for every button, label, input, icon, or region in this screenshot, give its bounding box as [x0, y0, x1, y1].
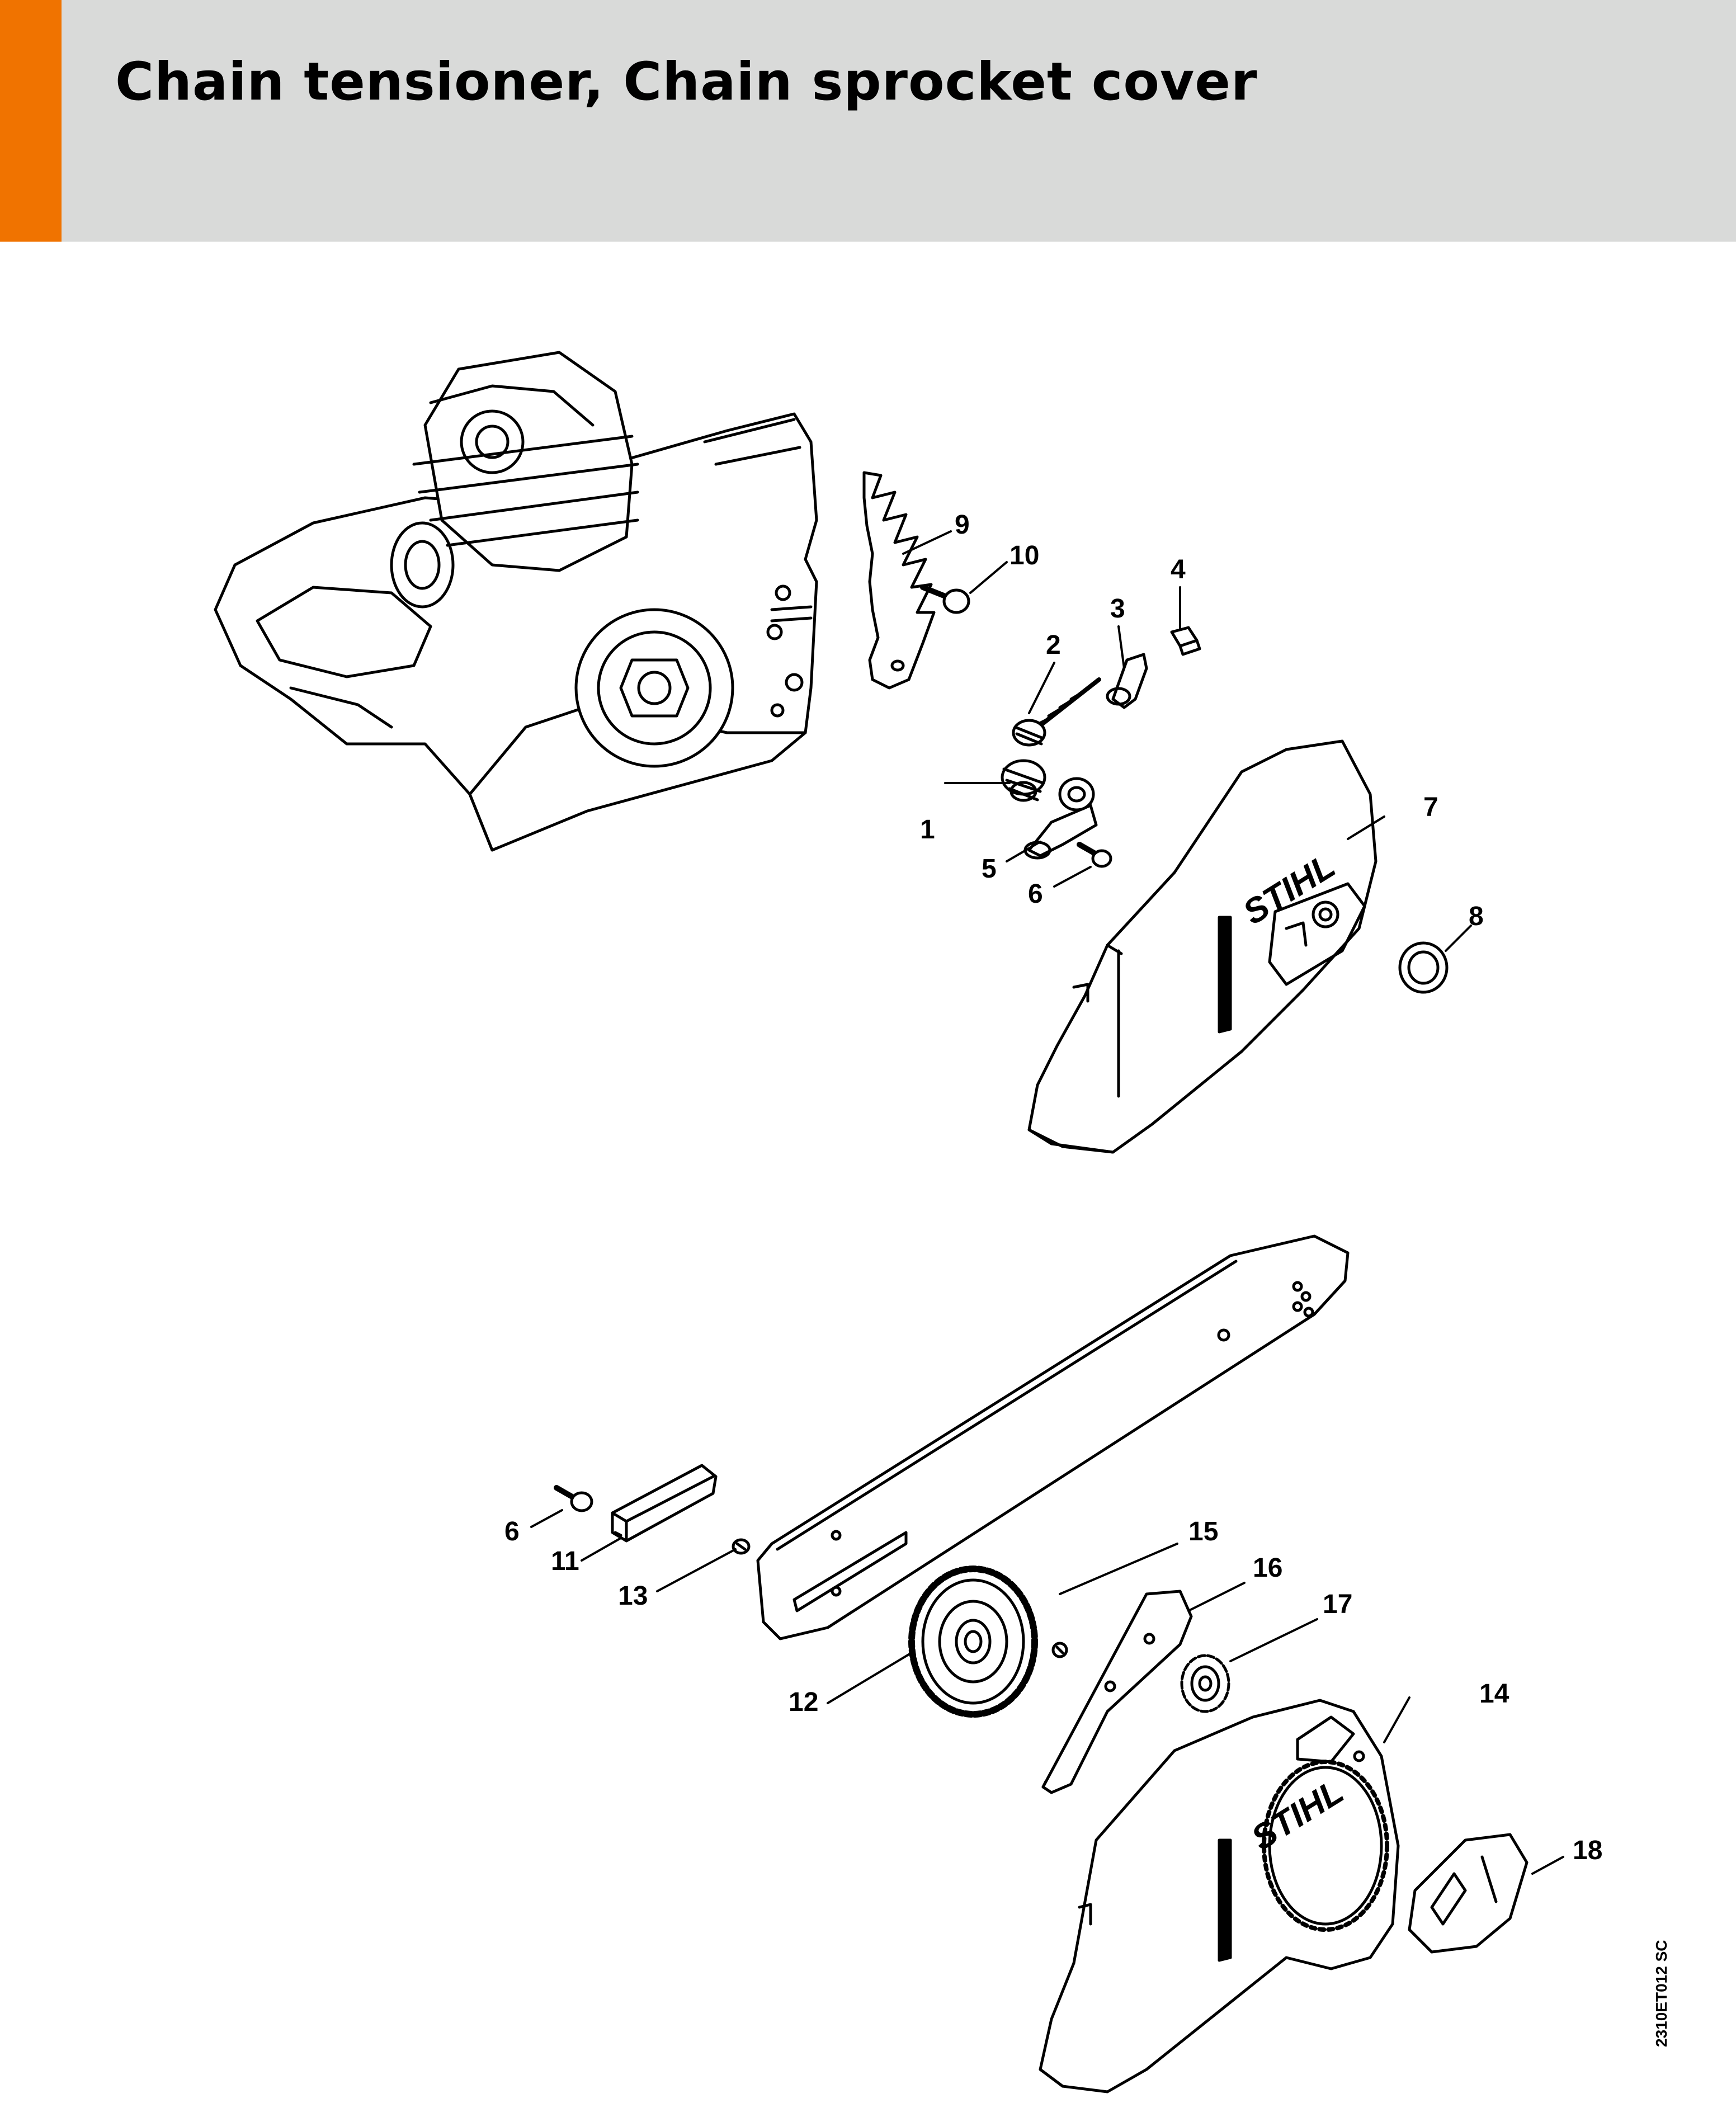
callout-6-lower: 6 [504, 1517, 520, 1546]
part-tensioner-slide-3 [1106, 653, 1148, 709]
callout-14: 14 [1479, 1679, 1509, 1709]
part-adjusting-screw-2 [1012, 677, 1101, 747]
part-screw-6-upper [1077, 842, 1112, 868]
callout-12: 12 [789, 1687, 819, 1717]
callout-16: 16 [1253, 1553, 1283, 1583]
callout-11: 11 [551, 1546, 579, 1576]
part-screw-13 [732, 1538, 751, 1555]
callout-2: 2 [1046, 630, 1061, 660]
part-sprocket-cover-14 [1039, 1699, 1400, 2093]
reference-code: 2310ET012 SC [1653, 1940, 1670, 2047]
callout-5: 5 [982, 854, 997, 884]
part-knob-17 [1180, 1654, 1230, 1713]
callout-7: 7 [1423, 793, 1438, 822]
page-title: Chain tensioner, Chain sprocket cover [115, 51, 1258, 112]
callout-9: 9 [955, 510, 970, 540]
part-collar-nut-8 [1398, 941, 1449, 994]
part-sprocket-wheel-12 [908, 1566, 1038, 1718]
part-sprocket-cover-7 [1027, 739, 1378, 1154]
callout-4: 4 [1171, 555, 1186, 584]
callout-1: 1 [920, 815, 935, 845]
part-block-4 [1170, 626, 1201, 656]
callout-leader-lines [530, 530, 1564, 1875]
part-screw-15 [1051, 1642, 1068, 1658]
part-tensioner-body-5 [1023, 777, 1098, 860]
callout-6-upper: 6 [1028, 879, 1043, 909]
part-spiked-bumper [862, 471, 936, 690]
engine-housing [214, 351, 818, 852]
callout-18: 18 [1573, 1836, 1603, 1865]
callout-3: 3 [1110, 594, 1125, 624]
part-chain-catcher-16 [1041, 1590, 1193, 1794]
callout-15: 15 [1188, 1517, 1219, 1546]
part-gear-1 [1001, 759, 1046, 802]
page-header [0, 0, 1736, 242]
header-accent-bar [0, 0, 62, 242]
callout-17: 17 [1323, 1590, 1353, 1619]
part-screw-6-lower [554, 1485, 593, 1512]
part-screw-10 [920, 584, 970, 614]
callout-10: 10 [1009, 541, 1040, 570]
part-guide-bar [756, 1234, 1350, 1640]
part-cover-insert-18 [1408, 1833, 1529, 1954]
callout-13: 13 [618, 1581, 648, 1611]
callout-8: 8 [1469, 902, 1484, 931]
part-bar-plate-11 [611, 1464, 718, 1543]
